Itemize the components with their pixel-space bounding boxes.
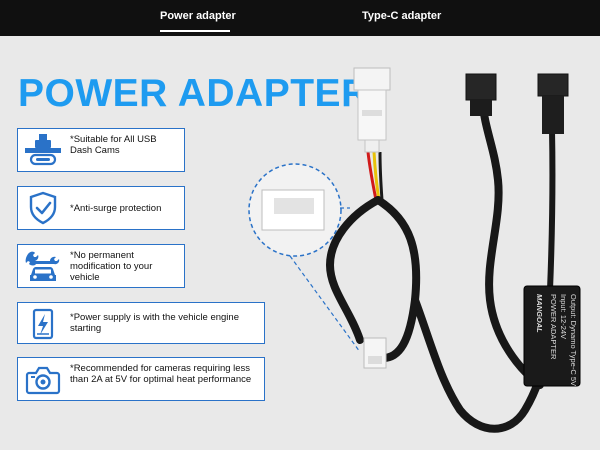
device-label-line1: POWER ADAPTER bbox=[549, 294, 558, 360]
feature-text: *Recommended for cameras requiring less … bbox=[70, 363, 252, 385]
page-title: POWER ADAPTER bbox=[18, 72, 370, 115]
shield-check-icon bbox=[29, 191, 57, 225]
device-brand: MANGOAL bbox=[535, 294, 544, 333]
top-nav-bar: Power adapter Type-C adapter bbox=[0, 0, 600, 36]
feature-usb-dash-cams: *Suitable for All USB Dash Cams bbox=[17, 128, 185, 172]
camera-icon bbox=[25, 366, 61, 395]
tab-power-adapter[interactable]: Power adapter bbox=[160, 10, 236, 22]
feature-engine-start: *Power supply is with the vehicle engine… bbox=[17, 302, 265, 344]
feature-anti-surge: *Anti-surge protection bbox=[17, 186, 185, 230]
feature-text: *No permanent modification to your vehic… bbox=[70, 250, 153, 283]
tab-type-c-adapter[interactable]: Type-C adapter bbox=[362, 10, 442, 22]
feature-no-modification: *No permanent modification to your vehic… bbox=[17, 244, 185, 288]
device-label-line3: Output: Dynamo Type-C 5V bbox=[569, 294, 578, 386]
active-tab-indicator bbox=[160, 30, 230, 32]
power-adapter-cable-image bbox=[248, 67, 581, 433]
battery-charge-icon bbox=[32, 308, 54, 340]
feature-text: *Power supply is with the vehicle engine… bbox=[70, 312, 239, 334]
feature-camera-recommendation: *Recommended for cameras requiring less … bbox=[17, 357, 265, 401]
usb-c-plug-icon bbox=[25, 134, 61, 166]
device-label-line2: Input: 12-24V bbox=[559, 294, 568, 340]
feature-text: *Anti-surge protection bbox=[70, 203, 162, 214]
feature-text: *Suitable for All USB Dash Cams bbox=[70, 134, 157, 156]
product-illustration: MANGOAL POWER ADAPTER Input: 12-24V Outp… bbox=[240, 40, 600, 450]
wrench-car-icon bbox=[25, 251, 60, 281]
